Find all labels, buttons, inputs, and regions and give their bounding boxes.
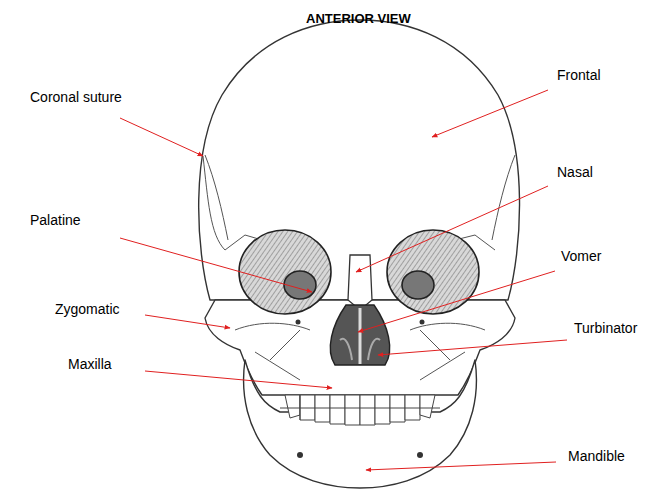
part-label: Coronal suture (30, 89, 122, 106)
part-label: Mandible (568, 448, 625, 465)
part-label: Frontal (557, 67, 601, 84)
part-label: Maxilla (68, 356, 112, 373)
part-label: Zygomatic (55, 301, 120, 318)
part-label: Nasal (557, 164, 593, 181)
part-label: Turbinator (574, 320, 637, 337)
part-label: Palatine (30, 212, 81, 229)
title: ANTERIOR VIEW (306, 10, 411, 27)
part-label: Vomer (561, 248, 601, 265)
